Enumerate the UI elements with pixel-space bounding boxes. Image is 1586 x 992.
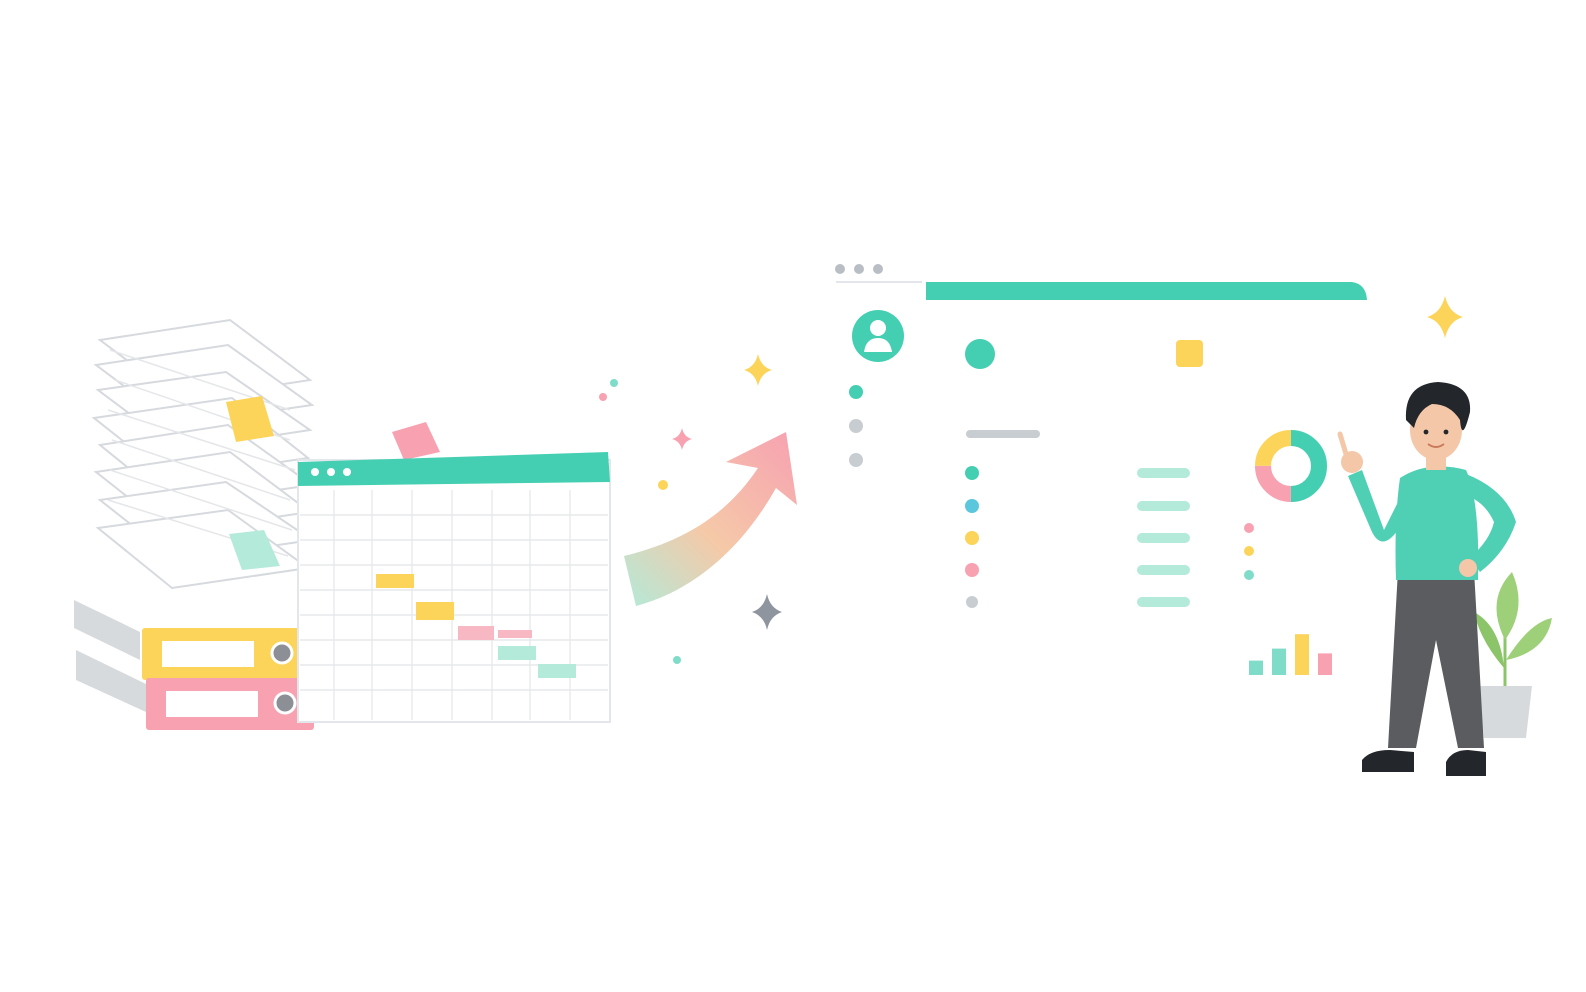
binder-stack: [74, 600, 314, 730]
sidebar-dot: [849, 453, 863, 467]
list-dot: [965, 499, 979, 513]
donut-slice: [1255, 430, 1327, 502]
mini-bar: [1318, 653, 1332, 675]
gantt-bar: [498, 646, 536, 660]
sticky-note-yellow: [226, 396, 274, 442]
list-value-bar: [1137, 565, 1190, 575]
paper-stack: [91, 318, 315, 590]
growth-arrow-icon: [624, 432, 797, 606]
confetti-dot: [599, 393, 607, 401]
confetti-dot: [658, 480, 668, 490]
donut-chart-icon: [1255, 430, 1327, 502]
sticky-note-pink: [392, 422, 440, 460]
binder-ring-icon: [273, 691, 297, 715]
list-dot: [965, 531, 979, 545]
sparkle-icon: [672, 428, 692, 450]
dashboard-window: [835, 264, 1367, 675]
legend-dot: [1244, 570, 1254, 580]
sidebar-dot: [849, 419, 863, 433]
bar-chart-icon: [1249, 634, 1332, 675]
dashboard-header-bar: [926, 282, 1367, 300]
sparkle-icon: [1427, 296, 1463, 338]
gantt-bar: [458, 626, 494, 640]
donut-slice: [1255, 430, 1327, 502]
confetti-dot: [673, 656, 681, 664]
list-dot: [966, 596, 978, 608]
user-avatar-icon: [852, 310, 904, 362]
list-dot: [965, 466, 979, 480]
plant-icon: [1474, 572, 1552, 738]
sparkle-icon: [752, 594, 782, 630]
mini-bar: [1272, 648, 1286, 675]
list-value-bar: [1137, 468, 1190, 478]
list-value-bar: [1137, 501, 1190, 511]
legend-dot: [1244, 546, 1254, 556]
sparkle-icon: [744, 354, 772, 386]
binder-ring-icon: [270, 641, 294, 665]
spreadsheet-window: [297, 452, 611, 723]
gantt-bar: [416, 602, 454, 620]
section-heading-bar: [966, 430, 1040, 438]
confetti-dot: [610, 379, 618, 387]
presenter-person: [1337, 382, 1516, 776]
kpi-square-yellow: [1176, 340, 1203, 367]
list-dot: [965, 563, 979, 577]
legend-dot: [1244, 523, 1254, 533]
mini-bar: [1295, 634, 1309, 675]
kpi-dot-teal: [965, 339, 995, 369]
list-value-bar: [1137, 597, 1190, 607]
gantt-bar: [538, 664, 576, 678]
sticky-note-mint: [229, 530, 280, 570]
gantt-bar: [498, 630, 532, 638]
mini-bar: [1249, 660, 1263, 675]
list-value-bar: [1137, 533, 1190, 543]
sidebar-dot: [849, 385, 863, 399]
gantt-bar: [376, 574, 414, 588]
